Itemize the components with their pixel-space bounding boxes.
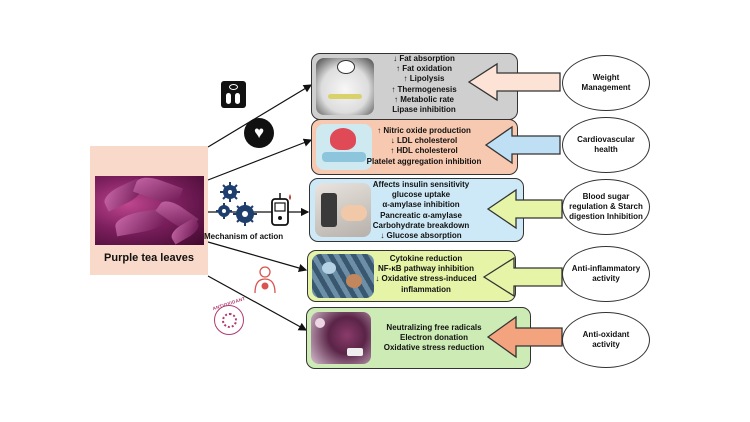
- sugar-effects-text: Affects insulin sensitivity glucose upta…: [371, 180, 471, 241]
- cardio-effects-text: ↑ Nitric oxide production ↓ LDL choleste…: [366, 126, 482, 167]
- scale-icon: [221, 81, 246, 108]
- cardio-outcome-oval: Cardiovascular health: [562, 117, 650, 173]
- effect-line: Neutralizing free radicals: [386, 323, 482, 332]
- glucose-test-image: [315, 183, 371, 237]
- antiox-arrow: [486, 315, 563, 359]
- effect-line: ↑ Thermogenesis: [391, 84, 457, 94]
- effect-line: Oxidative stress reduction: [383, 343, 485, 353]
- inflam-outcome-oval: Anti-inflammatory activity: [562, 246, 650, 302]
- inflam-effects-text: Cytokine reduction NF-κB pathway inhibit…: [374, 254, 478, 295]
- effect-line: ↑ Nitric oxide production: [377, 126, 471, 135]
- cardio-arrow: [484, 125, 561, 165]
- effect-line: NF-κB pathway inhibition: [377, 264, 474, 274]
- effect-line: Carbohydrate breakdown: [372, 220, 470, 230]
- outcome-label: Weight Management: [581, 73, 631, 92]
- effect-line: ↓ Glucose absorption: [380, 231, 462, 241]
- virus-icon: [216, 182, 257, 226]
- outcome-label: Blood sugar regulation & Starch digestio…: [569, 192, 643, 221]
- effect-line: glucose uptake: [391, 190, 451, 200]
- inflam-arrow: [482, 256, 563, 298]
- effect-line: Electron donation: [400, 333, 468, 343]
- sugar-outcome-oval: Blood sugar regulation & Starch digestio…: [562, 179, 650, 235]
- effect-line: ↑ Lipolysis: [403, 74, 445, 84]
- effect-line: Lipase inhibition: [392, 105, 456, 115]
- effect-line: ↓ LDL cholesterol: [390, 136, 458, 146]
- heart-icon: ♥: [244, 118, 274, 148]
- antiox-outcome-oval: Anti-oxidant activity: [562, 312, 650, 368]
- glucometer-icon: [271, 193, 291, 226]
- inflammation-cells-image: [312, 254, 374, 298]
- inflammation-body-icon: [254, 266, 276, 294]
- effect-line: ↑ Metabolic rate: [393, 94, 454, 104]
- connector-line-weight: [207, 84, 313, 148]
- antiox-effects-text: Neutralizing free radicals Electron dona…: [371, 323, 497, 354]
- purple-tea-leaves-image: [95, 176, 204, 245]
- source-title: Purple tea leaves: [104, 252, 194, 264]
- sugar-arrow: [486, 188, 563, 230]
- outcome-label: Anti-inflammatory activity: [571, 264, 641, 283]
- weight-scale-image: [316, 58, 374, 115]
- effect-line: Cytokine reduction: [389, 254, 463, 263]
- effect-line: Platelet aggregation inhibition: [366, 156, 482, 166]
- effect-line: ↓ Oxidative stress-induced inflammation: [375, 274, 477, 294]
- antioxidant-badge-icon: ANTIOXIDANT: [212, 296, 246, 335]
- connector-line-inflam: [207, 241, 308, 273]
- effect-line: ↓ Fat absorption: [393, 54, 455, 63]
- effect-line: Pancreatic α-amylase: [380, 210, 462, 220]
- mechanism-label: Mechanism of action: [204, 232, 284, 241]
- effect-line: Affects insulin sensitivity: [372, 180, 470, 189]
- cardio-image: [316, 124, 372, 170]
- connector-line-cardio: [207, 138, 313, 181]
- effect-line: ↑ HDL cholesterol: [390, 146, 458, 156]
- weight-outcome-oval: Weight Management: [562, 55, 650, 111]
- connector-line-antiox: [207, 275, 308, 331]
- free-radical-image: [311, 312, 371, 364]
- weight-effects-text: ↓ Fat absorption ↑ Fat oxidation ↑ Lipol…: [374, 54, 474, 115]
- outcome-label: Anti-oxidant activity: [582, 330, 630, 349]
- effect-line: ↑ Fat oxidation: [396, 64, 452, 74]
- weight-arrow: [467, 62, 561, 102]
- outcome-label: Cardiovascular health: [577, 135, 635, 154]
- effect-line: α-amylase inhibition: [382, 200, 460, 210]
